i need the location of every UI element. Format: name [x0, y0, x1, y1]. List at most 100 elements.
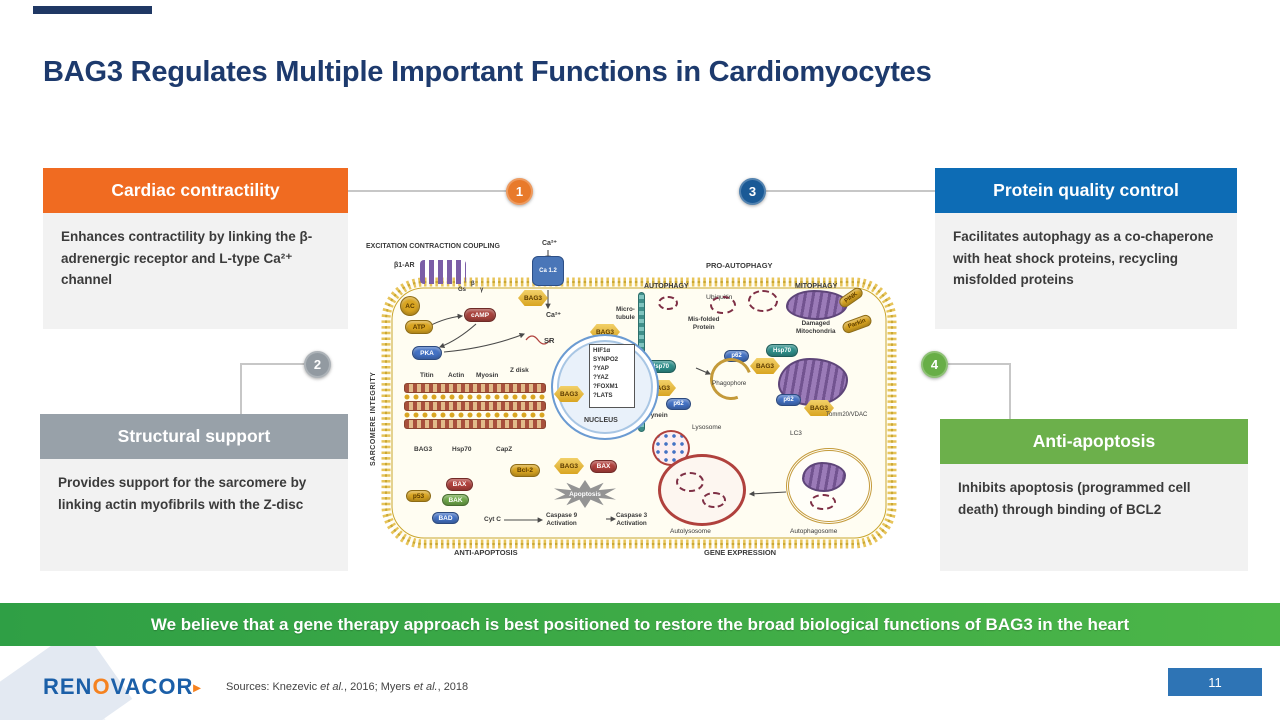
misfolded-protein-label: Mis-folded Protein [688, 316, 720, 331]
camp-pill: cAMP [464, 308, 496, 322]
autolysosome-tangle-1 [676, 472, 704, 492]
autophagosome-tangle [810, 494, 836, 510]
autolysosome-circle [658, 454, 746, 526]
callout-marker-4: 4 [921, 351, 948, 378]
autophagosome-label: Autophagosome [790, 528, 838, 535]
bag3-hex-channel: BAG3 [518, 290, 548, 306]
lysosome-label: Lysosome [692, 424, 722, 431]
connector-line-2-v [240, 363, 242, 414]
key-message-text: We believe that a gene therapy approach … [150, 614, 1130, 634]
lc3-label: LC3 [790, 430, 802, 437]
logo-o-icon: O [92, 674, 111, 699]
autolysosome-label: Autolysosome [670, 528, 711, 535]
ca-top-label: Ca²⁺ [542, 240, 557, 247]
callout-structural-body: Provides support for the sarcomere by li… [40, 459, 348, 571]
bax-pill-2: BAX [446, 478, 473, 491]
tomm20-label: Tomm20/VDAC [826, 412, 868, 418]
protein-tangle-2 [748, 290, 778, 312]
pro-autophagy-title: PRO-AUTOPHAGY [706, 261, 773, 270]
key-message-banner: We believe that a gene therapy approach … [0, 603, 1280, 646]
b1ar-label: β1-AR [394, 262, 415, 269]
connector-line-4-h [948, 363, 1011, 365]
ca-below-label: Ca²⁺ [546, 312, 561, 319]
callout-anti-body: Inhibits apoptosis (programmed cell deat… [940, 464, 1248, 571]
receptor-coil [420, 260, 466, 284]
gene-expression-title: GENE EXPRESSION [704, 548, 777, 557]
nucleus-gene-box: HIF1α SYNPO2 ?YAP ?YAZ ?FOXM1 ?LATS [589, 344, 635, 408]
beta-label: β [471, 281, 475, 287]
sarcomere-row-2 [404, 401, 546, 411]
bag3-label-sarc: BAG3 [414, 446, 433, 453]
pink-pill: PINK [837, 285, 865, 310]
connector-line-4-v [1009, 363, 1011, 419]
bad-pill: BAD [432, 512, 459, 524]
bag3-hex-bcl2: BAG3 [554, 458, 584, 474]
nucleus-label: NUCLEUS [584, 417, 618, 424]
p53-pill: p53 [406, 490, 431, 502]
apoptosis-star: Apoptosis [554, 480, 616, 508]
damaged-mitochondria-blob [786, 290, 848, 320]
anti-apoptosis-title: ANTI-APOPTOSIS [454, 548, 518, 557]
callout-protein-title: Protein quality control [935, 168, 1237, 213]
hsp70-pill-1: Hsp70 [766, 344, 798, 357]
mitophagy-title: MITOPHAGY [795, 283, 838, 290]
protein-tangle-1 [710, 296, 736, 314]
p62-pill-3: p62 [776, 394, 801, 406]
autophagosome-circle [786, 448, 872, 524]
callout-protein-body: Facilitates autophagy as a co-chaperone … [935, 213, 1237, 329]
phagophore-label: Phagophore [712, 380, 747, 387]
hsp70-label-sarc: Hsp70 [452, 446, 472, 453]
damaged-mito-label: Damaged Mitochondria [796, 320, 836, 335]
p62-pill-1: p62 [724, 350, 749, 362]
connector-line-2-h [241, 363, 305, 365]
sr-wave [525, 335, 551, 345]
lysosome-circle [652, 430, 690, 466]
logo-arrow-icon: ▸ [193, 679, 202, 695]
actin-label: Actin [448, 372, 465, 379]
callout-anti-apoptosis: Anti-apoptosis Inhibits apoptosis (progr… [940, 419, 1248, 571]
microtubule-label: Micro- tubule [616, 306, 635, 321]
connector-line-3 [766, 190, 935, 192]
callout-marker-2: 2 [304, 351, 331, 378]
page-number: 11 [1208, 674, 1222, 690]
callout-anti-title: Anti-apoptosis [940, 419, 1248, 464]
callout-cardiac-title: Cardiac contractility [43, 168, 348, 213]
myosin-label: Myosin [476, 372, 499, 379]
autophagy-title: AUTOPHAGY [644, 283, 689, 290]
autolysosome-tangle-2 [702, 492, 726, 508]
zdisk-label: Z disk [510, 367, 529, 374]
sarcomere-integrity-label: SARCOMERE INTEGRITY [370, 371, 377, 466]
bak-pill: BAK [442, 494, 469, 506]
caspase9-label: Caspase 9 Activation [546, 512, 578, 527]
capz-label-sarc: CapZ [496, 446, 513, 453]
page-title: BAG3 Regulates Multiple Important Functi… [43, 56, 932, 88]
callout-structural: Structural support Provides support for … [40, 414, 348, 571]
atp-pill: ATP [405, 320, 433, 334]
pka-pill: PKA [412, 346, 442, 360]
connector-line-1 [348, 190, 506, 192]
bcl2-pill: Bcl-2 [510, 464, 540, 477]
autophagosome-mito-blob [802, 462, 846, 492]
top-accent-bar [33, 6, 152, 14]
bag3-hex-nucleus: BAG3 [554, 386, 584, 402]
page-number-badge: 11 [1168, 668, 1262, 696]
renovacor-logo: RENOVACOR▸ [43, 674, 201, 700]
dynein-label: Dynein [646, 412, 668, 419]
cytc-label: Cyt C [484, 516, 501, 523]
logo-text-2: VACOR [110, 674, 194, 699]
callout-cardiac: Cardiac contractility Enhances contracti… [43, 168, 348, 329]
ca-channel: Ca 1.2 [532, 256, 564, 286]
sarcomere-row-1 [404, 383, 546, 393]
bag3-hex-right: BAG3 [804, 400, 834, 416]
callout-protein: Protein quality control Facilitates auto… [935, 168, 1237, 329]
sources-text: Sources: Knezevic et al., 2016; Myers et… [226, 681, 469, 693]
gs-label: Gs [458, 287, 467, 293]
callout-structural-title: Structural support [40, 414, 348, 459]
callout-marker-1: 1 [506, 178, 533, 205]
callout-marker-3: 3 [739, 178, 766, 205]
sarcomere-beads-1 [404, 394, 546, 401]
sarcomere-row-3 [404, 419, 546, 429]
